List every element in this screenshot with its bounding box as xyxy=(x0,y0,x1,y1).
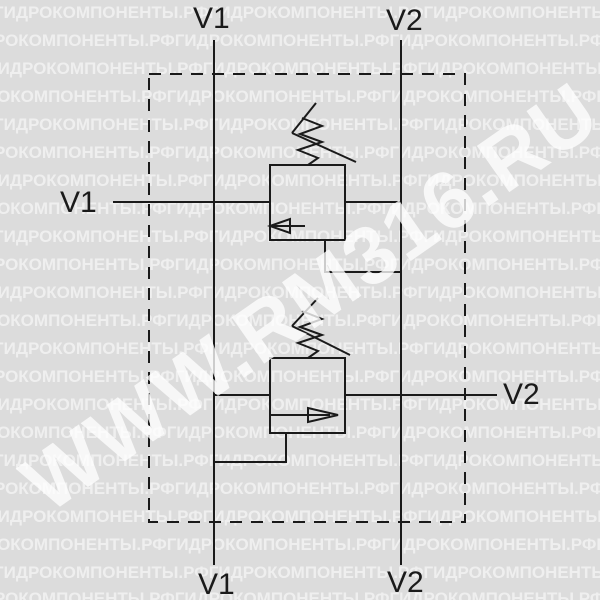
port-label-left-v1: V1 xyxy=(60,186,97,219)
watermark-row: ГИДРОКОМПОНЕНТЫ.РФГИДРОКОМПОНЕНТЫ.РФГИДР… xyxy=(0,507,600,526)
upper-valve-adjust-arrow-head xyxy=(291,102,317,134)
upper-valve-adjust-arrow xyxy=(291,132,357,163)
watermark-row: ГИДРОКОМПОНЕНТЫ.РФГИДРОКОМПОНЕНТЫ.РФГИДР… xyxy=(0,227,600,246)
lower-valve-pilot-line xyxy=(214,433,287,463)
valve-block-outline xyxy=(148,73,466,523)
watermark-row: ГИДРОКОМПОНЕНТЫ.РФГИДРОКОМПОНЕНТЫ.РФГИДР… xyxy=(0,31,600,50)
port-label-right-v2: V2 xyxy=(503,378,540,411)
lower-relief-valve xyxy=(214,297,401,463)
port-label-top-v2: V2 xyxy=(386,4,423,37)
lower-valve-spring-icon xyxy=(295,310,326,359)
lower-valve-adjust-arrow-head xyxy=(291,297,319,327)
port-label-bottom-v1: V1 xyxy=(198,568,235,600)
upper-relief-valve xyxy=(214,102,401,273)
watermark-row: ГИДРОКОМПОНЕНТЫ.РФГИДРОКОМПОНЕНТЫ.РФГИДР… xyxy=(0,535,600,554)
lower-valve-adjust-arrow xyxy=(291,325,351,356)
watermark-row: ГИДРОКОМПОНЕНТЫ.РФГИДРОКОМПОНЕНТЫ.РФГИДР… xyxy=(0,589,600,600)
port-label-bottom-v2: V2 xyxy=(387,566,424,599)
watermark-row: ГИДРОКОМПОНЕНТЫ.РФГИДРОКОМПОНЕНТЫ.РФГИДР… xyxy=(0,59,600,78)
port-label-top-v1: V1 xyxy=(193,2,230,35)
watermark-row: ГИДРОКОМПОНЕНТЫ.РФГИДРОКОМПОНЕНТЫ.РФГИДР… xyxy=(0,3,600,22)
upper-valve-spring-icon xyxy=(295,117,326,166)
upper-valve-arrow-left-icon xyxy=(266,217,291,235)
upper-valve-pilot-line xyxy=(324,240,401,273)
watermark-row: ГИДРОКОМПОНЕНТЫ.РФГИДРОКОМПОНЕНТЫ.РФГИДР… xyxy=(0,563,600,582)
lower-valve-arrow-right-icon xyxy=(307,406,339,424)
